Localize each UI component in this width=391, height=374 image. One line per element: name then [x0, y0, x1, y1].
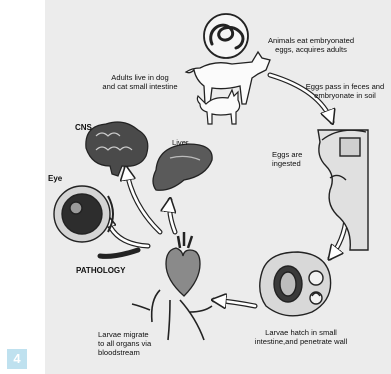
arrow-left-branch	[100, 250, 138, 256]
label-eggs-ingested: Eggs are ingested	[272, 150, 320, 168]
label-animals-eat: Animals eat embryonated eggs, acquires a…	[255, 36, 367, 54]
intestine-icon	[260, 252, 331, 316]
liver-icon	[153, 144, 212, 190]
label-cns: CNS	[75, 123, 105, 132]
worm-icon	[204, 14, 248, 58]
eye-icon	[54, 186, 113, 242]
label-larvae-migrate: Larvae migrate to all organs via bloodst…	[98, 330, 178, 357]
cat-icon	[197, 90, 239, 124]
label-liver: Liver	[172, 138, 202, 147]
label-eye: Eye	[48, 174, 78, 183]
label-larvae-hatch: Larvae hatch in small intestine,and pene…	[237, 328, 365, 346]
heart-icon	[132, 232, 212, 340]
label-adults-live: Adults live in dog and cat small intesti…	[84, 73, 196, 91]
label-eggs-pass: Eggs pass in feces and embryonate in soi…	[299, 82, 391, 100]
label-pathology: PATHOLOGY	[76, 266, 146, 275]
